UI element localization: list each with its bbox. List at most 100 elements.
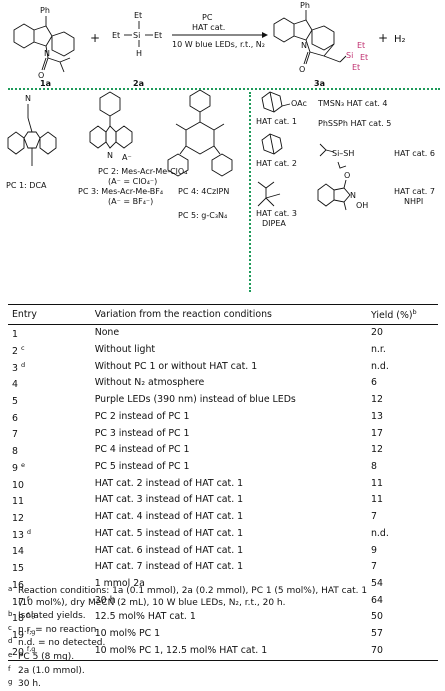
hat7-name: NHPI <box>404 197 423 206</box>
arrow-reagent-hat: HAT cat. <box>192 23 225 32</box>
footnote-mark: c <box>8 623 12 632</box>
variation-cell: None <box>94 327 120 339</box>
entry-cell: 12 <box>12 513 24 525</box>
variation-cell: PC 5 instead of PC 1 <box>94 460 190 472</box>
label-2a: 2a <box>133 79 144 88</box>
reagent-2a-structure: Et Et Si Et H <box>112 11 162 58</box>
entry-cell: 10 <box>12 479 24 491</box>
variation-cell: Without N₂ atmosphere <box>94 377 205 389</box>
phenyl-label: Ph <box>40 6 50 15</box>
reaction-scheme: Ph N O 1a + Et Et Si Et H 2a PC HAT cat.… <box>13 1 406 88</box>
entry-cell: 15 <box>12 563 24 575</box>
product-3a-structure <box>273 10 347 65</box>
pc3-label: PC 3: Mes-Acr-Me-BF₄ <box>78 187 163 196</box>
entry-cell: 3 d <box>12 360 26 374</box>
arrow-reagent-pc: PC <box>202 13 213 22</box>
yield-cell: 7 <box>370 511 377 523</box>
hat3-label: HAT cat. 3 <box>256 209 297 218</box>
arrow-head-icon <box>262 32 268 38</box>
entry-cell: 14 <box>12 546 24 558</box>
yield-cell: 11 <box>370 494 383 506</box>
variation-cell: PC 4 instead of PC 1 <box>94 444 190 456</box>
phenyl-label: Ph <box>300 1 310 10</box>
entry-cell: 16 <box>12 580 24 592</box>
product-silicon-label: Si <box>346 51 353 60</box>
pc1-label: PC 1: DCA <box>6 181 47 190</box>
footnote-text: 2a (1.0 mmol). <box>18 665 85 676</box>
footnote-text: 30 h. <box>18 679 41 690</box>
footnote-mark: e <box>8 650 13 659</box>
4czipn-structure <box>167 90 233 177</box>
dca-structure <box>7 104 57 166</box>
footnote-mark: d <box>8 637 13 646</box>
variation-cell: Purple LEDs (390 nm) instead of blue LED… <box>94 394 296 406</box>
nitrogen-label: N <box>350 191 356 200</box>
variation-cell: 30 h <box>94 594 116 606</box>
table-header-row: Entry Variation from the reaction condit… <box>8 304 438 325</box>
yield-cell: 17 <box>370 427 383 439</box>
entry-cell: 2 c <box>12 343 25 357</box>
variation-cell: HAT cat. 5 instead of HAT cat. 1 <box>94 527 244 539</box>
variation-cell: HAT cat. 4 instead of HAT cat. 1 <box>94 511 244 523</box>
yield-cell: 13 <box>370 410 383 422</box>
variation-cell: Without light <box>94 343 156 355</box>
footnote-text: (10 mol%), dry MeCN (2 mL), 10 W blue LE… <box>18 597 286 608</box>
pc3-anion: (A⁻ = BF₄⁻) <box>108 197 153 206</box>
variation-cell: HAT cat. 6 instead of HAT cat. 1 <box>94 544 244 556</box>
table-row: 5 Purple LEDs (390 nm) instead of blue L… <box>8 392 438 409</box>
entry-cell: 7 <box>12 429 18 441</box>
header-entry: Entry <box>12 309 37 321</box>
entry-cell: 20 f,g <box>12 644 36 658</box>
table-row: 1 None 20 <box>8 325 438 342</box>
variation-cell: PC 2 instead of PC 1 <box>94 410 190 422</box>
yield-cell: 6 <box>370 377 377 389</box>
hat6-label: HAT cat. 6 <box>394 149 435 158</box>
yield-cell: 7 <box>370 561 377 573</box>
reagent-1a-structure <box>13 16 75 73</box>
yield-cell: 12 <box>370 444 383 456</box>
optimization-table: Entry Variation from the reaction condit… <box>8 304 438 661</box>
oxygen-label: O <box>299 65 305 74</box>
hat7-label: HAT cat. 7 <box>394 187 435 196</box>
plus-sign: + <box>378 31 388 45</box>
catalyst-structures: N PC 1: DCA N A⁻ PC 2: Mes-Acr-Me-ClO₄ (… <box>6 90 435 228</box>
yield-cell: n.d. <box>370 527 389 539</box>
pc5-label: PC 5: g-C₃N₄ <box>178 211 227 220</box>
oxygen-label: O <box>344 171 350 180</box>
hat2-structure <box>261 133 283 155</box>
hat1-structure <box>261 91 291 113</box>
pc2-label: PC 2: Mes-Acr-Me-ClO₄ <box>98 167 187 176</box>
footnote: (10 mol%), dry MeCN (2 mL), 10 W blue LE… <box>8 598 440 610</box>
entry-cell: 17 f <box>12 594 30 608</box>
footnote-mark: g <box>8 678 13 687</box>
yield-cell: 64 <box>370 594 383 606</box>
yield-cell: 20 <box>370 327 383 339</box>
yield-cell: 57 <box>370 628 383 640</box>
table-row: 17 f 30 h 64 <box>8 593 438 610</box>
hat3-name: DIPEA <box>262 219 286 228</box>
footnote-mark: f <box>8 664 11 673</box>
silicon-label: Si <box>133 31 140 40</box>
hat6-structure <box>319 143 347 169</box>
entry-cell: 1 <box>12 329 18 341</box>
footnote: g 30 h. <box>8 677 440 691</box>
variation-cell: 10 mol% PC 1 <box>94 628 161 640</box>
yield-cell: 54 <box>370 577 383 589</box>
product-ethyl-label: Et <box>360 53 368 62</box>
variation-cell: HAT cat. 3 instead of HAT cat. 1 <box>94 494 244 506</box>
